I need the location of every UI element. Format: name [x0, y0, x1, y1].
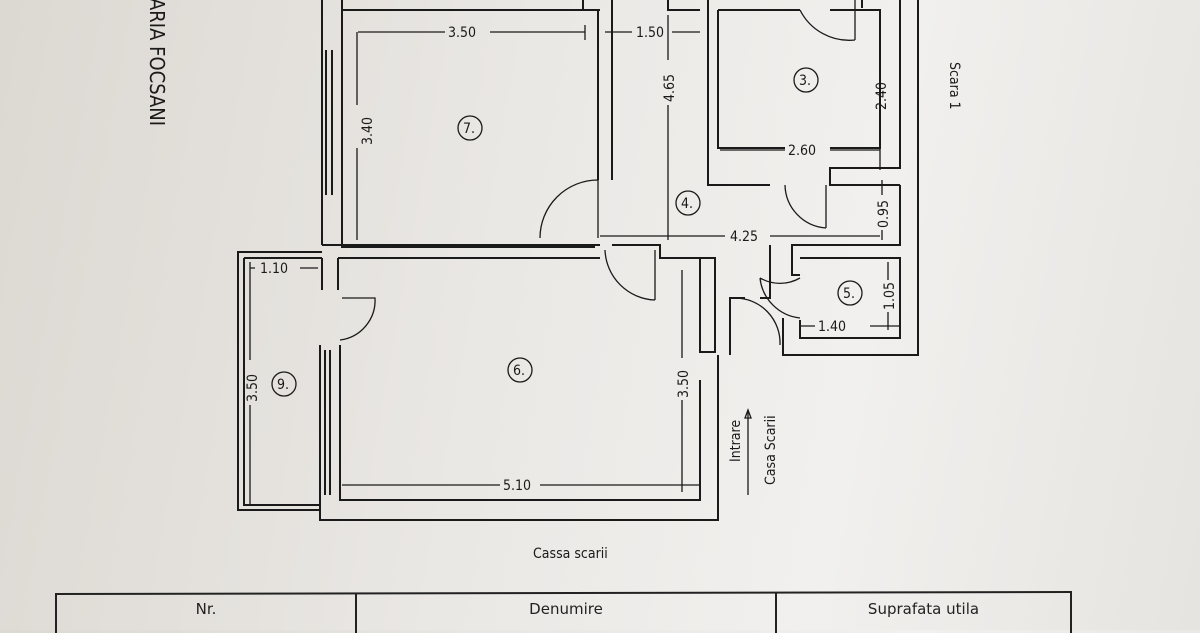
dim-room7-height: 3.40 [360, 117, 376, 145]
dim-balcony-width: 1.10 [260, 261, 288, 277]
room-number-5: 5. [843, 286, 855, 302]
dim-room3-height: 2.40 [874, 82, 890, 110]
dim-room3-width: 2.60 [788, 143, 816, 159]
dim-room5-width: 1.40 [818, 319, 846, 335]
room-numbers: 7. 3. 4. 5. 6. 9. [271, 67, 863, 397]
entrance-label: Intrare [728, 420, 744, 462]
dim-room6-height: 3.50 [676, 370, 692, 398]
room-number-3: 3. [799, 73, 811, 89]
doors [339, 0, 856, 346]
table-header-area: Suprafata utila [775, 593, 1072, 633]
brand-vertical-text: ARIA FOCSANI [145, 0, 169, 126]
stair-label: Scara 1 [946, 62, 962, 110]
room-number-6: 6. [513, 363, 525, 379]
stairwell-label: Casa Scarii [763, 415, 779, 485]
svg-text:ARIA FOCSANI: ARIA FOCSANI [145, 0, 169, 126]
dim-corridor-length: 4.25 [730, 229, 758, 245]
dim-corridor-width: 1.50 [636, 25, 664, 41]
dim-room7-width: 3.50 [448, 25, 476, 41]
dimension-labels: 3.50 3.40 1.50 4.65 4.25 0.95 2.60 2.40 … [245, 25, 898, 494]
dim-room5-height: 1.05 [882, 282, 898, 310]
dim-corridor-height: 4.65 [662, 74, 678, 102]
dim-balcony-height: 3.50 [245, 374, 261, 402]
walls [237, 0, 919, 521]
room-number-7: 7. [463, 121, 475, 137]
table-header-name: Denumire [355, 593, 775, 633]
dimension-lines [249, 15, 900, 505]
dim-corridor-small: 0.95 [876, 200, 892, 228]
below-label: Cassa scarii [533, 546, 608, 562]
room-number-9: 9. [277, 377, 289, 393]
dim-room6-width: 5.10 [503, 478, 531, 494]
room-number-4: 4. [681, 196, 693, 212]
table-header-nr: Nr. [55, 593, 355, 633]
